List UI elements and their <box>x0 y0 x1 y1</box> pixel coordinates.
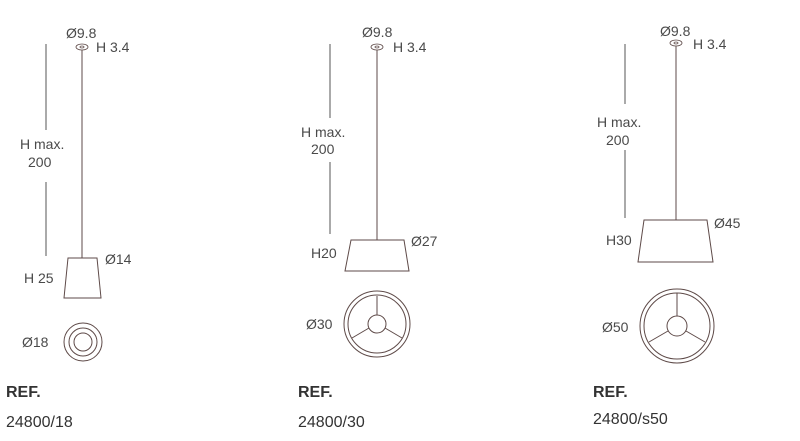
max-height-label: H max. <box>597 114 641 130</box>
canopy-height-label: H 3.4 <box>393 39 427 55</box>
product-24800-18: Ø9.8 H 3.4 H max. 200 Ø14 H 25 Ø18 <box>20 25 132 362</box>
max-height-label: H max. <box>301 124 345 140</box>
shade-top-diameter-label: Ø14 <box>105 251 132 267</box>
shade-bottom-outer <box>639 288 715 364</box>
product-24800-s50: Ø9.8 H 3.4 H max. 200 Ø45 H30 Ø50 <box>597 23 741 364</box>
ref-label-1: REF. <box>6 384 41 401</box>
max-height-label: H max. <box>20 136 64 152</box>
product-24800-30: Ø9.8 H 3.4 H max. 200 Ø27 H20 Ø30 <box>301 24 438 358</box>
shade-spoke-right <box>685 330 706 343</box>
ref-code-2: 24800/30 <box>298 414 365 431</box>
max-height-value: 200 <box>28 154 52 170</box>
shade-spoke-right <box>384 327 403 339</box>
canopy-inner <box>374 45 380 49</box>
lamp-shade-side <box>344 239 410 272</box>
shade-bottom-hub <box>666 315 688 337</box>
canopy-inner <box>673 41 679 45</box>
canopy-outer <box>75 43 89 51</box>
ref-code-1: 24800/18 <box>6 414 73 431</box>
shade-bottom-outer <box>63 322 103 362</box>
lamp-shade-side <box>63 257 102 299</box>
canopy-outer <box>370 43 384 51</box>
shade-bottom-inner <box>73 332 93 352</box>
shade-bottom-inner-ring <box>347 294 407 354</box>
ref-code-3: 24800/s50 <box>593 411 668 428</box>
shade-bottom-middle <box>68 327 98 357</box>
shade-bottom-outer <box>343 290 411 358</box>
shade-bottom-diameter-label: Ø30 <box>306 316 333 332</box>
canopy-diameter-label: Ø9.8 <box>66 25 97 41</box>
shade-height-label: H20 <box>311 245 337 261</box>
shade-height-label: H30 <box>606 232 632 248</box>
ref-label-3: REF. <box>593 384 628 401</box>
shade-bottom-hub <box>367 314 387 334</box>
shade-top-diameter-label: Ø45 <box>714 215 741 231</box>
shade-bottom-diameter-label: Ø18 <box>22 334 49 350</box>
ref-label-2: REF. <box>298 384 333 401</box>
shade-spoke-left <box>351 327 370 339</box>
canopy-height-label: H 3.4 <box>693 36 727 52</box>
lamp-shade-side <box>637 219 714 263</box>
canopy-diameter-label: Ø9.8 <box>362 24 393 40</box>
max-height-value: 200 <box>606 132 630 148</box>
shade-spoke-left <box>648 330 669 343</box>
canopy-outer <box>669 39 683 47</box>
max-height-value: 200 <box>311 141 335 157</box>
shade-top-diameter-label: Ø27 <box>411 233 438 249</box>
canopy-diameter-label: Ø9.8 <box>660 23 691 39</box>
shade-bottom-diameter-label: Ø50 <box>602 319 629 335</box>
canopy-inner <box>79 45 85 49</box>
canopy-height-label: H 3.4 <box>96 39 130 55</box>
shade-height-label: H 25 <box>24 270 54 286</box>
